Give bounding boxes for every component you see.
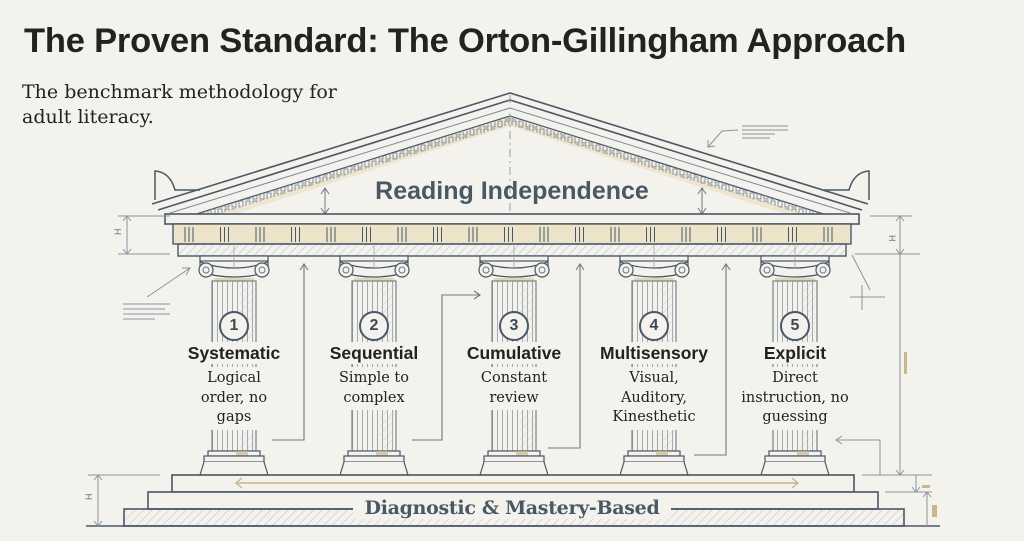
pillar-number-badge: 3 [499, 311, 529, 341]
triglyph [255, 227, 265, 242]
triglyph [362, 227, 371, 242]
triglyph [575, 227, 584, 242]
triglyph [823, 227, 833, 242]
foundation-label-text: Diagnostic & Mastery-Based [352, 497, 672, 519]
pediment-label: Reading Independence [375, 177, 649, 205]
arrowhead-icon [473, 290, 481, 300]
pillar-description: Visual, Auditory, Kinesthetic [596, 367, 712, 430]
arrowhead-icon [575, 263, 585, 271]
span-arrow [234, 477, 800, 489]
triglyphs [184, 227, 833, 242]
triglyph [539, 227, 549, 242]
dimension-label-h-3: H [84, 494, 94, 501]
triglyph [291, 227, 300, 242]
pillar-number-badge: 1 [219, 311, 249, 341]
annotation-note-right [707, 125, 885, 310]
pillar-number-badge: 2 [359, 311, 389, 341]
triglyph [504, 227, 513, 242]
arrowhead-icon [721, 263, 731, 271]
triglyph [610, 227, 620, 242]
cornice [164, 213, 860, 225]
architrave [177, 243, 847, 257]
triglyph [717, 227, 726, 242]
flow-arrow [694, 264, 727, 456]
acroterion-right [824, 170, 870, 200]
pillar-name: Multisensory [598, 342, 710, 364]
pillar-name: Cumulative [464, 342, 564, 364]
triglyph [433, 227, 442, 242]
pillar-description: Simple to complex [316, 367, 432, 410]
foundation-label: Diagnostic & Mastery-Based [0, 497, 1024, 519]
page-title: The Proven Standard: The Orton-Gillingha… [24, 22, 906, 60]
triglyph [397, 227, 407, 242]
acroterion-left [154, 170, 200, 200]
triglyph [681, 227, 691, 242]
pillar-description: Direct instruction, no guessing [737, 367, 853, 430]
flow-arrow [272, 264, 305, 441]
dimension-marker-left-bottom [88, 474, 160, 527]
triglyph [184, 227, 194, 242]
page-subtitle: The benchmark methodology for adult lite… [22, 81, 337, 128]
triglyph [752, 227, 762, 242]
triglyph [468, 227, 478, 242]
dimension-label-h-2: H [887, 235, 897, 242]
flow-arrows [272, 263, 731, 456]
dimension-marker-left-top [118, 215, 170, 255]
pillar-number-badge: 5 [780, 311, 810, 341]
pillar-description: Logical order, no gaps [195, 367, 273, 430]
flow-arrow [412, 294, 480, 441]
arrowhead-icon [299, 263, 309, 271]
dimension-label-h-1: H [113, 229, 123, 236]
triglyph [646, 227, 655, 242]
annotation-note-left [123, 267, 191, 320]
pillar-name: Sequential [327, 342, 421, 364]
pillar-description: Constant review [456, 367, 572, 410]
pillar-number-badge: 4 [639, 311, 669, 341]
triglyph [220, 227, 229, 242]
dimension-marker-right [835, 215, 932, 526]
pillar-name: Explicit [761, 342, 829, 364]
triglyph [326, 227, 336, 242]
triglyph [788, 227, 797, 242]
pillar-name: Systematic [185, 342, 283, 364]
flow-arrow [548, 264, 581, 449]
